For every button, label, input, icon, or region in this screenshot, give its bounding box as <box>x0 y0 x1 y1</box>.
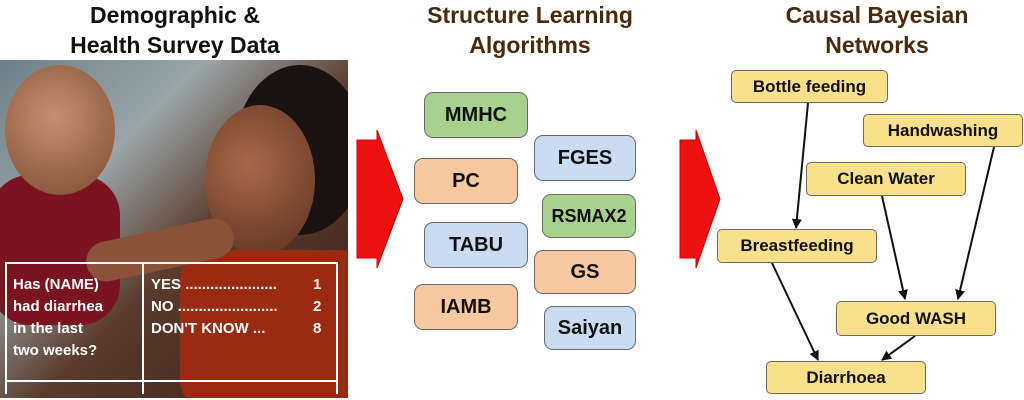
photo-child-head <box>5 65 115 195</box>
survey-question-line: two weeks? <box>13 342 98 359</box>
edge-handwashing-to-good-wash <box>955 146 995 300</box>
panel-title-networks-line1: Causal Bayesian <box>785 2 969 28</box>
flow-arrow-1-icon <box>356 129 404 269</box>
panel-title-algorithms-line2: Algorithms <box>469 32 591 58</box>
panel-title-survey: Demographic & Health Survey Data <box>0 0 350 60</box>
survey-option-yes: YES ...................... <box>151 276 277 293</box>
survey-question-line: in the last <box>13 320 84 337</box>
node-breastfeeding: Breastfeeding <box>717 229 877 263</box>
edge-breastfeeding-to-diarrhoea <box>771 262 819 361</box>
survey-grid-line <box>5 262 338 264</box>
node-clean-water: Clean Water <box>806 162 966 196</box>
panel-title-algorithms: Structure Learning Algorithms <box>380 0 680 60</box>
survey-code-dont-know: 8 <box>313 320 322 337</box>
panel-title-algorithms-line1: Structure Learning <box>427 2 633 28</box>
node-bottle-feeding: Bottle feeding <box>731 70 888 103</box>
algorithm-iamb: IAMB <box>414 284 518 330</box>
algorithm-tabu: TABU <box>424 222 528 268</box>
algorithm-saiyan: Saiyan <box>544 306 636 350</box>
edge-bottle-feeding-to-breastfeeding <box>791 102 809 229</box>
survey-question-overlay: Has (NAME) had diarrhea in the last two … <box>5 262 343 394</box>
panel-title-networks: Causal Bayesian Networks <box>730 0 1024 60</box>
algorithm-gs: GS <box>534 250 636 294</box>
survey-grid-line <box>336 262 338 394</box>
algorithm-mmhc: MMHC <box>424 92 528 138</box>
panel-title-survey-line2: Health Survey Data <box>70 32 280 58</box>
survey-grid-line <box>142 262 144 394</box>
edge-good-wash-to-diarrhoea <box>881 335 916 361</box>
panel-title-survey-line1: Demographic & <box>90 2 260 28</box>
survey-code-yes: 1 <box>313 276 322 293</box>
algorithm-pc: PC <box>414 158 518 204</box>
photo-woman-sari <box>180 250 348 398</box>
survey-option-no: NO ........................ <box>151 298 278 315</box>
survey-code-no: 2 <box>313 298 322 315</box>
algorithm-rsmax2: RSMAX2 <box>542 194 636 238</box>
survey-grid-line <box>5 380 338 382</box>
survey-option-dont-know: DON'T KNOW ... <box>151 320 266 337</box>
node-handwashing: Handwashing <box>863 114 1023 147</box>
flow-arrow-2-icon <box>679 129 721 269</box>
survey-question-line: had diarrhea <box>13 298 104 315</box>
survey-grid-line <box>5 262 7 394</box>
node-good-wash: Good WASH <box>836 301 996 336</box>
survey-photo <box>0 60 348 398</box>
edge-clean-water-to-good-wash <box>881 195 908 300</box>
algorithm-fges: FGES <box>534 135 636 181</box>
survey-question-line: Has (NAME) <box>13 276 99 293</box>
panel-title-networks-line2: Networks <box>825 32 929 58</box>
node-diarrhoea: Diarrhoea <box>766 361 926 394</box>
